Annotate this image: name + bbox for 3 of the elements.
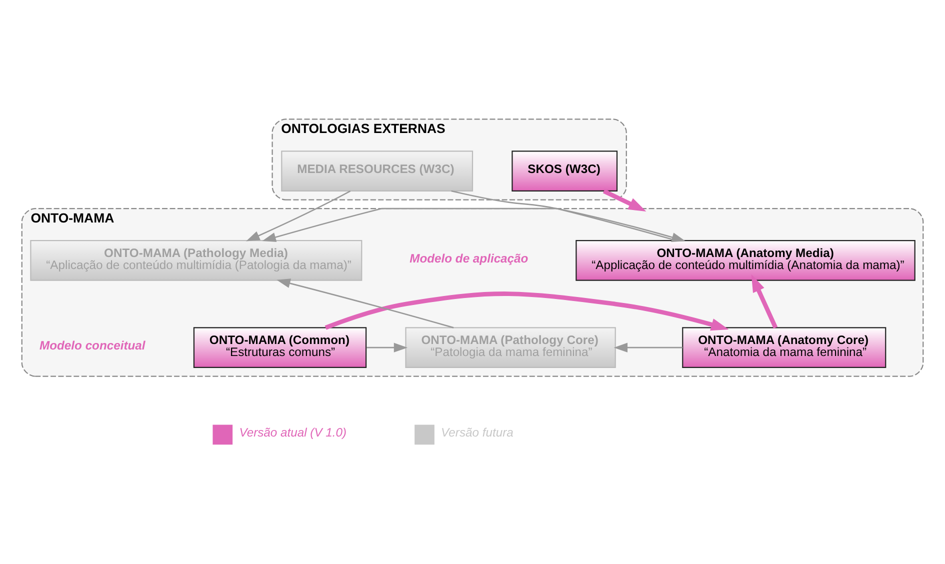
label: Modelo de aplicação — [410, 250, 528, 265]
label: Modelo conceitual — [40, 338, 146, 352]
legend-label: Versão atual (V 1.0) — [239, 425, 347, 440]
